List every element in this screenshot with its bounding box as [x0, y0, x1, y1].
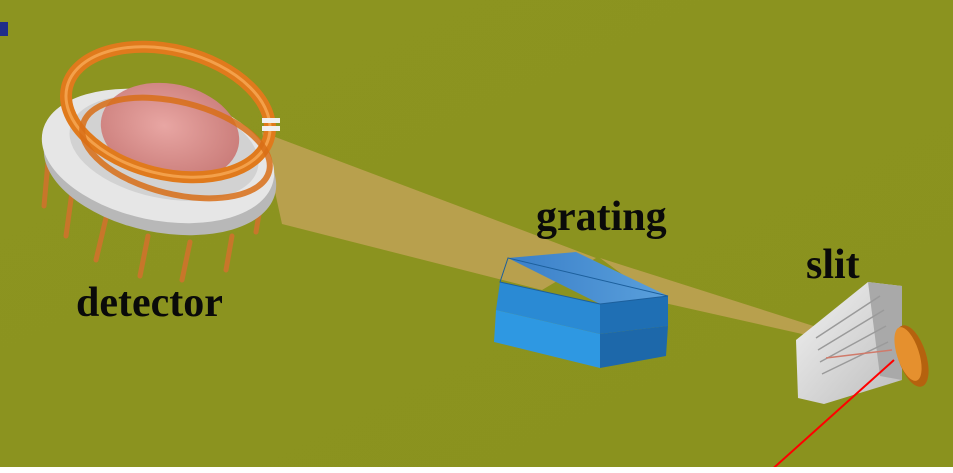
detector-label: detector	[76, 282, 223, 324]
corner-marker	[0, 22, 8, 36]
grating-label: grating	[536, 196, 667, 238]
bottom-strip	[0, 467, 953, 473]
slit-label: slit	[806, 244, 860, 286]
